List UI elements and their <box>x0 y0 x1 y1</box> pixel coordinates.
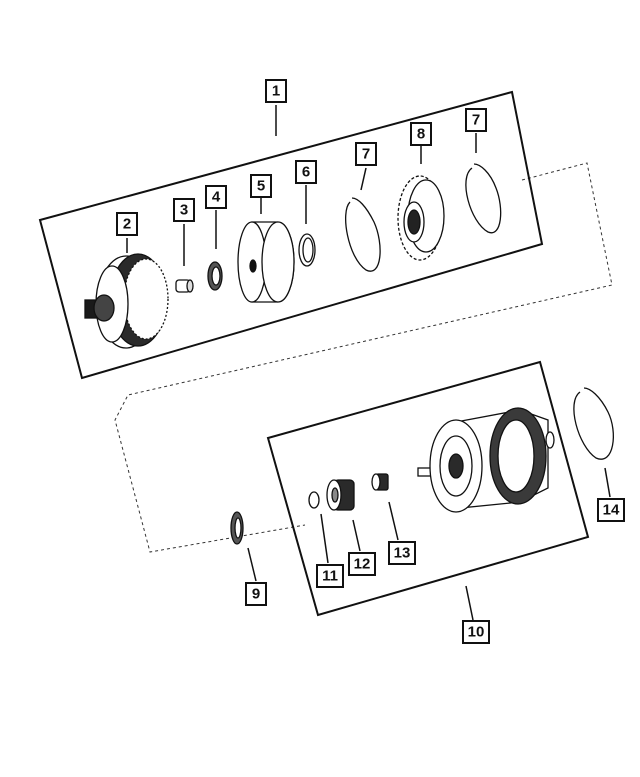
callout-13-label: 13 <box>394 545 411 562</box>
callout-10: 10 <box>462 620 490 644</box>
assembly-10-frame <box>266 360 590 617</box>
callout-11-label: 11 <box>322 568 338 585</box>
callout-4-label: 4 <box>212 189 221 206</box>
part-8-clutch <box>397 175 445 261</box>
part-14-snap-ring <box>573 387 614 460</box>
part-7-snap-ring-a <box>344 197 381 272</box>
callout-7b: 7 <box>465 108 487 132</box>
callout-14: 14 <box>597 498 625 522</box>
part-13-needle-bearing <box>371 473 389 491</box>
callout-1-label: 1 <box>272 83 280 100</box>
callout-9: 9 <box>245 582 267 606</box>
callout-14-label: 14 <box>603 502 620 519</box>
assembly-1-frame <box>38 90 544 380</box>
callout-3: 3 <box>173 198 195 222</box>
part-2-planetary-gear <box>84 253 169 349</box>
part-9-bearing <box>230 511 244 545</box>
callout-5-label: 5 <box>257 178 265 195</box>
callout-2: 2 <box>116 212 138 236</box>
callout-7b-label: 7 <box>472 112 480 129</box>
callout-1: 1 <box>265 79 287 103</box>
callout-5: 5 <box>250 174 272 198</box>
leader-lines <box>126 105 611 621</box>
callout-6: 6 <box>295 160 317 184</box>
part-4-bearing <box>207 261 223 291</box>
callout-9-label: 9 <box>252 586 260 603</box>
callout-7a: 7 <box>355 142 377 166</box>
callout-13: 13 <box>388 541 416 565</box>
part-5-drum <box>237 221 295 303</box>
part-7-snap-ring-b <box>465 163 502 234</box>
part-11-washer <box>308 491 320 509</box>
callout-11: 11 <box>316 564 344 588</box>
callout-3-label: 3 <box>180 202 188 219</box>
callout-8: 8 <box>410 122 432 146</box>
callout-7a-label: 7 <box>362 146 370 163</box>
part-3-bushing <box>175 279 194 293</box>
callout-12-label: 12 <box>354 556 371 573</box>
callout-4: 4 <box>205 185 227 209</box>
callout-8-label: 8 <box>417 126 425 143</box>
callout-10-label: 10 <box>468 624 485 641</box>
callout-6-label: 6 <box>302 164 310 181</box>
dashed-connector <box>114 162 613 553</box>
callout-12: 12 <box>348 552 376 576</box>
part-6-ring <box>298 233 316 267</box>
part-10-housing <box>417 407 555 513</box>
part-12-sun-gear <box>326 479 355 511</box>
callout-2-label: 2 <box>123 216 131 233</box>
